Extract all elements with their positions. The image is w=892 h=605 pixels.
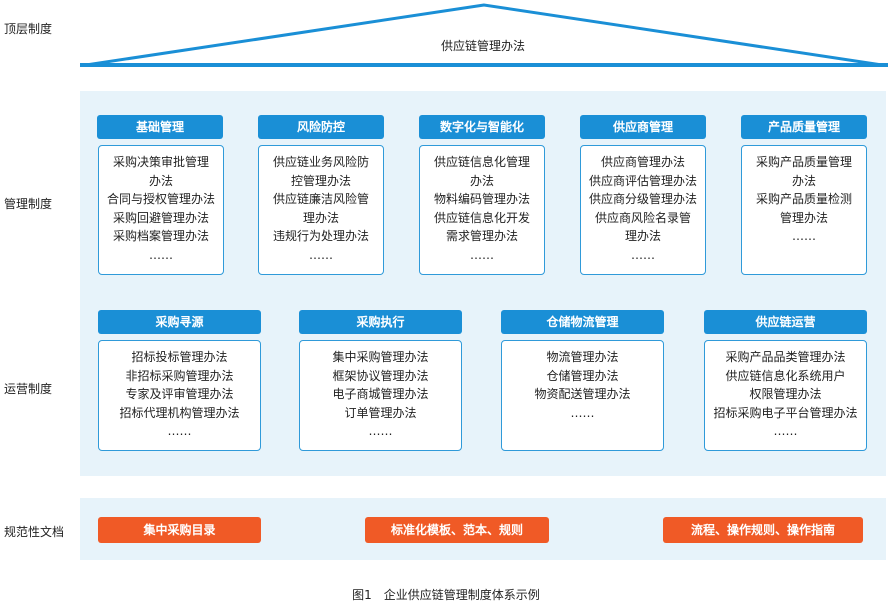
list-item: ……: [631, 247, 655, 262]
label-management: 管理制度: [4, 197, 53, 211]
list-item: 供应商评估管理办法: [588, 173, 697, 188]
doc-procurement-catalog: 集中采购目录: [98, 517, 261, 543]
roof-title: 供应链管理办法: [440, 39, 525, 53]
ops-box-sourcing: 招标投标管理办法 非招标采购管理办法 专家及评审管理办法 招标代理机构管理办法 …: [98, 340, 261, 451]
list-item: 供应商分级管理办法: [588, 192, 697, 206]
roof-triangle: [80, 3, 888, 67]
list-item: ……: [309, 247, 333, 262]
list-item: 采购产品质量管理: [755, 155, 852, 169]
list-item: 招标投标管理办法: [131, 350, 228, 364]
list-item: 权限管理办法: [749, 387, 822, 401]
list-item: 仓储管理办法: [546, 368, 619, 383]
list-item: 招标代理机构管理办法: [119, 405, 240, 420]
mgmt-header-risk: 风险防控: [258, 115, 384, 139]
doc-process-guides: 流程、操作规则、操作指南: [663, 517, 863, 543]
ops-box-logistics: 物流管理办法 仓储管理办法 物资配送管理办法 ……: [501, 340, 664, 451]
figure-caption: 图1 企业供应链管理制度体系示例: [352, 588, 540, 602]
list-item: 供应链信息化管理: [433, 155, 530, 169]
list-item: 理办法: [302, 210, 339, 225]
list-item: 招标采购电子平台管理办法: [713, 405, 858, 420]
list-item: 采购档案管理办法: [112, 229, 209, 243]
list-item: 物料编码管理办法: [433, 192, 530, 206]
list-item: 供应链信息化开发: [433, 210, 530, 225]
list-item: 专家及评审管理办法: [125, 387, 234, 401]
list-item: 管理办法: [779, 210, 828, 225]
list-item: 采购决策审批管理: [112, 155, 209, 169]
mgmt-box-quality: 采购产品质量管理 办法 采购产品质量检测 管理办法 ……: [741, 145, 867, 275]
list-item: 电子商城管理办法: [332, 387, 429, 401]
list-item: 非招标采购管理办法: [125, 368, 234, 383]
roof-fill: [85, 3, 883, 67]
mgmt-box-risk: 供应链业务风险防 控管理办法 供应链廉洁风险管 理办法 违规行为处理办法 ……: [258, 145, 384, 275]
list-item: 供应链廉洁风险管: [272, 192, 369, 206]
ops-box-operations: 采购产品品类管理办法 供应链信息化系统用户 权限管理办法 招标采购电子平台管理办…: [704, 340, 867, 451]
list-item: ……: [470, 247, 494, 262]
list-item: 供应链业务风险防: [272, 155, 369, 169]
list-item: 供应商管理办法: [600, 155, 685, 169]
list-item: 办法: [791, 173, 816, 188]
list-item: 理办法: [624, 229, 661, 243]
list-item: 框架协议管理办法: [332, 368, 429, 383]
mgmt-box-basic: 采购决策审批管理 办法 合同与授权管理办法 采购回避管理办法 采购档案管理办法 …: [98, 145, 224, 275]
list-item: 供应链信息化系统用户: [725, 368, 846, 383]
mgmt-header-basic: 基础管理: [97, 115, 223, 139]
list-item: 违规行为处理办法: [272, 229, 369, 243]
label-top-level: 顶层制度: [4, 22, 53, 36]
label-operation: 运营制度: [4, 382, 53, 396]
doc-templates-rules: 标准化模板、范本、规则: [365, 517, 549, 543]
roof-base: [80, 63, 888, 67]
mgmt-box-supplier: 供应商管理办法 供应商评估管理办法 供应商分级管理办法 供应商风险名录管 理办法…: [580, 145, 706, 275]
list-item: 采购回避管理办法: [112, 210, 209, 225]
list-item: 物资配送管理办法: [534, 387, 631, 401]
list-item: 办法: [148, 173, 173, 188]
list-item: ……: [773, 424, 798, 438]
mgmt-header-digital: 数字化与智能化: [419, 115, 545, 139]
ops-box-execution: 集中采购管理办法 框架协议管理办法 电子商城管理办法 订单管理办法 ……: [299, 340, 462, 451]
list-item: 物流管理办法: [546, 350, 619, 364]
list-item: ……: [368, 424, 393, 438]
mgmt-header-quality: 产品质量管理: [741, 115, 867, 139]
list-item: 采购产品质量检测: [755, 192, 852, 206]
mgmt-header-supplier: 供应商管理: [580, 115, 706, 139]
ops-header-operations: 供应链运营: [704, 310, 867, 334]
list-item: 采购产品品类管理办法: [725, 350, 846, 364]
list-item: ……: [167, 424, 192, 438]
ops-header-sourcing: 采购寻源: [98, 310, 261, 334]
list-item: 控管理办法: [290, 173, 351, 188]
list-item: ……: [792, 229, 816, 243]
list-item: ……: [570, 405, 595, 420]
list-item: 订单管理办法: [344, 405, 417, 420]
list-item: 办法: [469, 173, 494, 188]
list-item: ……: [149, 247, 173, 262]
ops-header-execution: 采购执行: [299, 310, 462, 334]
list-item: 合同与授权管理办法: [106, 192, 215, 206]
label-docs: 规范性文档: [4, 525, 65, 539]
list-item: 需求管理办法: [445, 229, 518, 243]
list-item: 集中采购管理办法: [332, 350, 429, 364]
list-item: 供应商风险名录管: [594, 210, 691, 225]
ops-header-logistics: 仓储物流管理: [501, 310, 664, 334]
mgmt-box-digital: 供应链信息化管理 办法 物料编码管理办法 供应链信息化开发 需求管理办法 ……: [419, 145, 545, 275]
